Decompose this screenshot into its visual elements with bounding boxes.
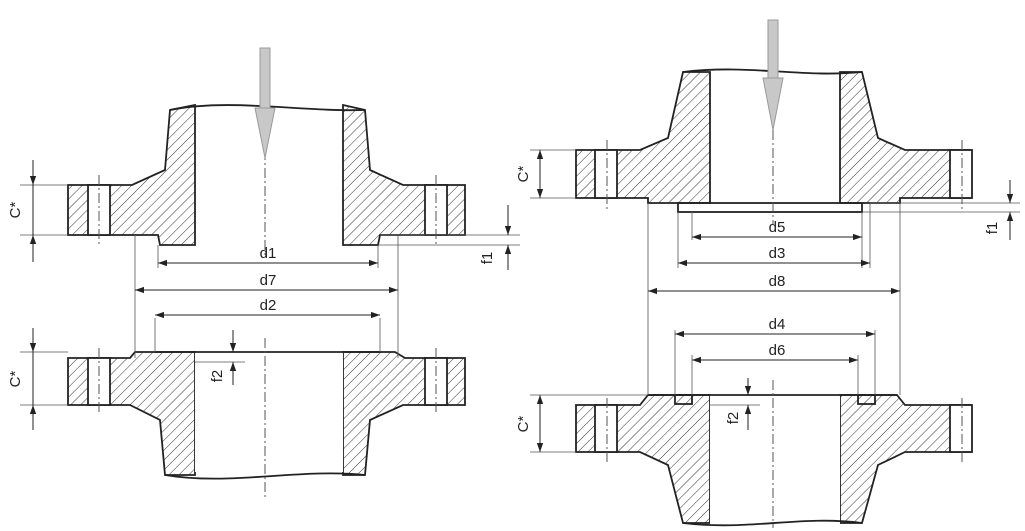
label-f2-left: f2	[209, 370, 226, 383]
label-c-left-top: C*	[7, 202, 24, 219]
label-d4: d4	[769, 316, 786, 333]
raised-face-flange-lower	[67, 338, 466, 500]
label-c-right-top: C*	[515, 166, 532, 183]
dimension-lines	[29, 150, 1014, 452]
dimension-labels: d1 d7 d2 C* C* f1 f2 d5 d3 d8 d4 d6 C* C…	[7, 166, 1001, 433]
tongue-flange	[575, 19, 973, 225]
label-c-left-bottom: C*	[7, 371, 24, 388]
label-f2-right: f2	[725, 412, 742, 425]
raised-face-flange	[67, 47, 466, 258]
label-d2: d2	[260, 297, 277, 314]
label-d8: d8	[769, 273, 786, 290]
label-d5: d5	[769, 219, 786, 236]
label-f1-right: f1	[984, 222, 1001, 235]
label-c-right-bottom: C*	[515, 416, 532, 433]
label-f1-left: f1	[479, 252, 496, 265]
label-d1: d1	[260, 245, 277, 262]
groove-flange	[575, 380, 973, 528]
label-d7: d7	[260, 272, 277, 289]
label-d6: d6	[769, 342, 786, 359]
extension-lines	[20, 149, 1020, 453]
label-d3: d3	[769, 245, 786, 262]
